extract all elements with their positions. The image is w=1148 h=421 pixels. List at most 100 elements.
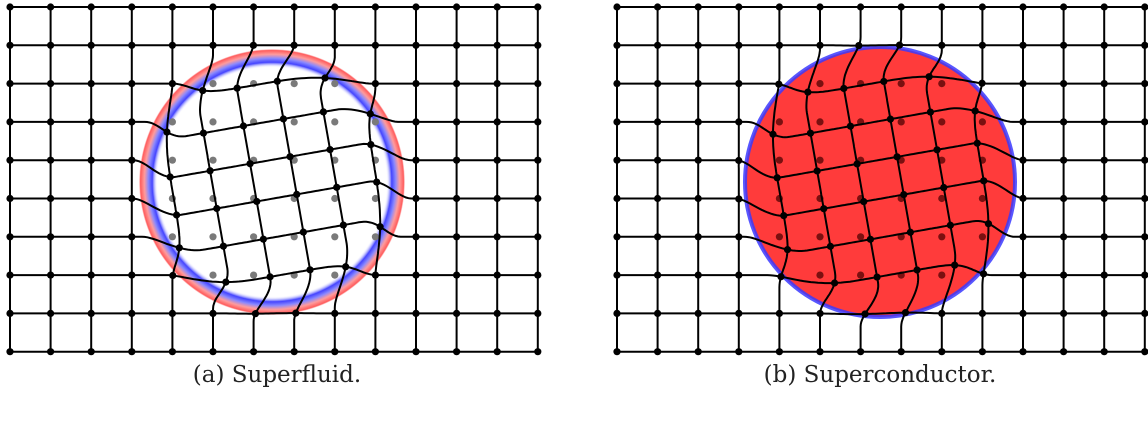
ghost-site xyxy=(331,233,339,241)
lattice-site xyxy=(613,80,621,88)
lattice-site xyxy=(366,110,374,118)
lattice-site xyxy=(222,278,230,286)
lattice-sites xyxy=(613,3,1148,356)
lattice-site xyxy=(938,3,946,11)
lattice-site xyxy=(6,348,14,356)
lattice-site xyxy=(266,273,274,281)
lattice-site xyxy=(735,233,743,241)
lattice-site xyxy=(694,41,702,49)
lattice-site xyxy=(209,348,217,356)
ghost-site xyxy=(775,118,784,126)
lattice-site xyxy=(128,3,136,11)
lattice-row-line xyxy=(10,142,538,179)
lattice-site xyxy=(893,153,901,161)
lattice-site xyxy=(209,309,217,317)
lattice-site xyxy=(250,3,258,11)
lattice-site xyxy=(493,118,501,126)
lattice-site xyxy=(1060,80,1068,88)
lattice-site xyxy=(1141,80,1148,88)
lattice-site xyxy=(168,3,176,11)
lattice-site xyxy=(895,41,904,49)
lattice-site xyxy=(373,178,381,186)
lattice-row-line xyxy=(617,44,1145,47)
lattice-site xyxy=(1060,233,1068,241)
lattice-site xyxy=(259,235,267,243)
lattice-site xyxy=(813,167,821,175)
lattice-site xyxy=(199,86,207,95)
ghost-site xyxy=(897,80,905,88)
ghost-site xyxy=(978,233,987,241)
lattice-site xyxy=(493,80,501,88)
ghost-site xyxy=(371,194,379,203)
lattice-site xyxy=(128,41,136,49)
lattice-site xyxy=(199,129,208,137)
ghost-site xyxy=(816,156,824,164)
lattice-site xyxy=(534,309,542,317)
ghost-site xyxy=(371,233,379,241)
lattice-site xyxy=(87,194,95,203)
lattice-site xyxy=(980,177,988,185)
boundary-ring xyxy=(743,45,1017,319)
ghost-site xyxy=(209,156,217,164)
ghost-site xyxy=(331,80,339,88)
lattice-site xyxy=(901,309,910,317)
lattice-site xyxy=(175,244,183,252)
lattice-site xyxy=(290,3,298,11)
ghost-site xyxy=(816,271,824,279)
lattice-site xyxy=(1019,194,1027,202)
lattice-site xyxy=(168,80,176,88)
lattice-site xyxy=(331,41,339,49)
lattice-site xyxy=(6,118,14,126)
lattice-site xyxy=(1019,156,1027,164)
lattice-site xyxy=(6,80,14,88)
lattice-site xyxy=(233,84,241,92)
lattice-site xyxy=(613,309,621,317)
ghost-site xyxy=(290,80,298,88)
ghost-site xyxy=(209,80,217,88)
lattice-site xyxy=(654,41,662,49)
lattice-site xyxy=(978,348,987,356)
lattice-row-line xyxy=(617,75,1145,94)
lattice-site xyxy=(925,73,933,81)
ghost-site xyxy=(978,118,987,126)
ghost-site xyxy=(290,118,298,126)
lattice-site xyxy=(951,261,959,269)
lattice-site xyxy=(816,309,824,318)
lattice-site xyxy=(886,115,895,123)
lattice-row-line xyxy=(10,265,538,284)
lattice-site xyxy=(47,271,55,279)
lattice-site xyxy=(1019,233,1027,241)
lattice-column-line xyxy=(236,7,272,352)
lattice-site xyxy=(290,348,298,356)
lattice-site xyxy=(775,80,783,88)
lattice-site xyxy=(694,156,702,164)
lattice-site xyxy=(333,183,341,191)
lattice-row-line xyxy=(617,220,1145,252)
lattice-row-line xyxy=(10,76,538,93)
lattice-site xyxy=(371,348,379,356)
lattice-site xyxy=(453,194,461,203)
lattice-site xyxy=(493,233,501,241)
lattice-site xyxy=(613,348,621,356)
lattice-site xyxy=(306,266,314,274)
lattice-column-line xyxy=(882,7,920,352)
lattice-row-line xyxy=(617,311,1145,316)
lattice-column-line xyxy=(925,7,957,352)
lattice-row-line xyxy=(617,107,1145,139)
lattice-row-line xyxy=(10,108,538,138)
lattice-site xyxy=(773,174,781,182)
lattice-site xyxy=(1060,156,1068,164)
lattice-site xyxy=(163,128,171,136)
lattice-site xyxy=(87,156,95,164)
lattice-site xyxy=(412,309,420,317)
lattice-site xyxy=(654,309,662,317)
lattice-site xyxy=(219,242,228,250)
lattice-site xyxy=(371,80,379,88)
lattice-site xyxy=(1060,3,1068,11)
lattice-site xyxy=(1060,41,1068,49)
lattice-site xyxy=(172,211,181,219)
lattice-site xyxy=(412,271,420,279)
lattice-site xyxy=(806,129,815,137)
lattice-site xyxy=(1060,271,1068,279)
lattice-site xyxy=(1141,3,1148,11)
